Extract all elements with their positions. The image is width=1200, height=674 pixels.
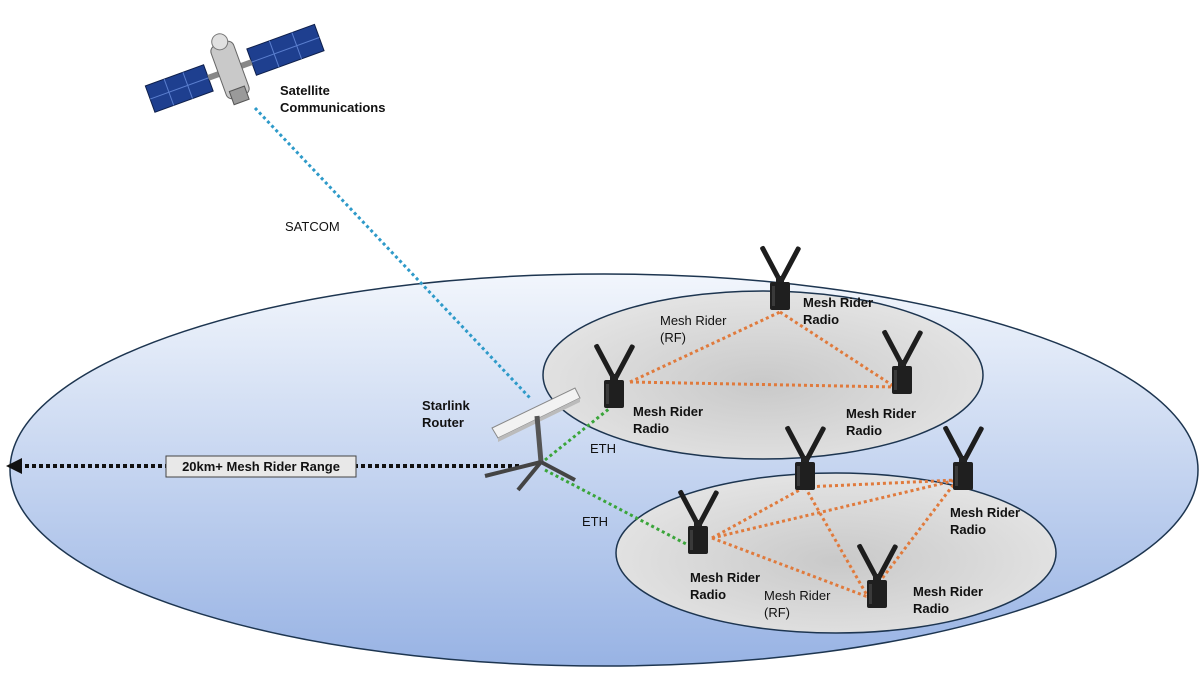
satellite-label-2: Communications bbox=[280, 100, 385, 115]
range-label-box bbox=[165, 455, 357, 478]
mesh-cluster-top bbox=[542, 290, 984, 460]
radio-label-6b: Radio bbox=[690, 587, 726, 602]
satellite-label-1: Satellite bbox=[280, 83, 330, 98]
mesh-rf-label-top-1: Mesh Rider bbox=[660, 313, 727, 328]
eth-label-top: ETH bbox=[590, 441, 616, 456]
mesh-rf-label-top-2: (RF) bbox=[660, 330, 686, 345]
eth-link-bottom bbox=[544, 468, 689, 547]
mesh-cluster-bottom bbox=[615, 472, 1057, 634]
rf-links-bottom bbox=[711, 478, 959, 599]
radio-label-7a: Mesh Rider bbox=[913, 584, 983, 599]
radio-label-6a: Mesh Rider bbox=[690, 570, 760, 585]
starlink-label-1: Starlink bbox=[422, 398, 470, 413]
radio-label-3a: Mesh Rider bbox=[846, 406, 916, 421]
radio-label-1a: Mesh Rider bbox=[633, 404, 703, 419]
eth-link-top bbox=[544, 406, 611, 462]
satcom-label: SATCOM bbox=[285, 219, 340, 234]
starlink-label-2: Router bbox=[422, 415, 464, 430]
range-arrow bbox=[6, 458, 520, 474]
radio-label-1b: Radio bbox=[633, 421, 669, 436]
starlink-router-icon bbox=[484, 387, 581, 492]
satcom-link bbox=[253, 106, 532, 400]
satellite-icon bbox=[144, 23, 325, 113]
radio-label-2b: Radio bbox=[803, 312, 839, 327]
radio-label-2a: Mesh Rider bbox=[803, 295, 873, 310]
rf-links-top bbox=[629, 310, 896, 389]
radio-label-3b: Radio bbox=[846, 423, 882, 438]
mesh-rf-label-bottom-2: (RF) bbox=[764, 605, 790, 620]
range-label: 20km+ Mesh Rider Range bbox=[182, 459, 340, 474]
mesh-rf-label-bottom-1: Mesh Rider bbox=[764, 588, 831, 603]
radio-label-5a: Mesh Rider bbox=[950, 505, 1020, 520]
eth-label-bottom: ETH bbox=[582, 514, 608, 529]
radio-label-5b: Radio bbox=[950, 522, 986, 537]
radio-label-7b: Radio bbox=[913, 601, 949, 616]
